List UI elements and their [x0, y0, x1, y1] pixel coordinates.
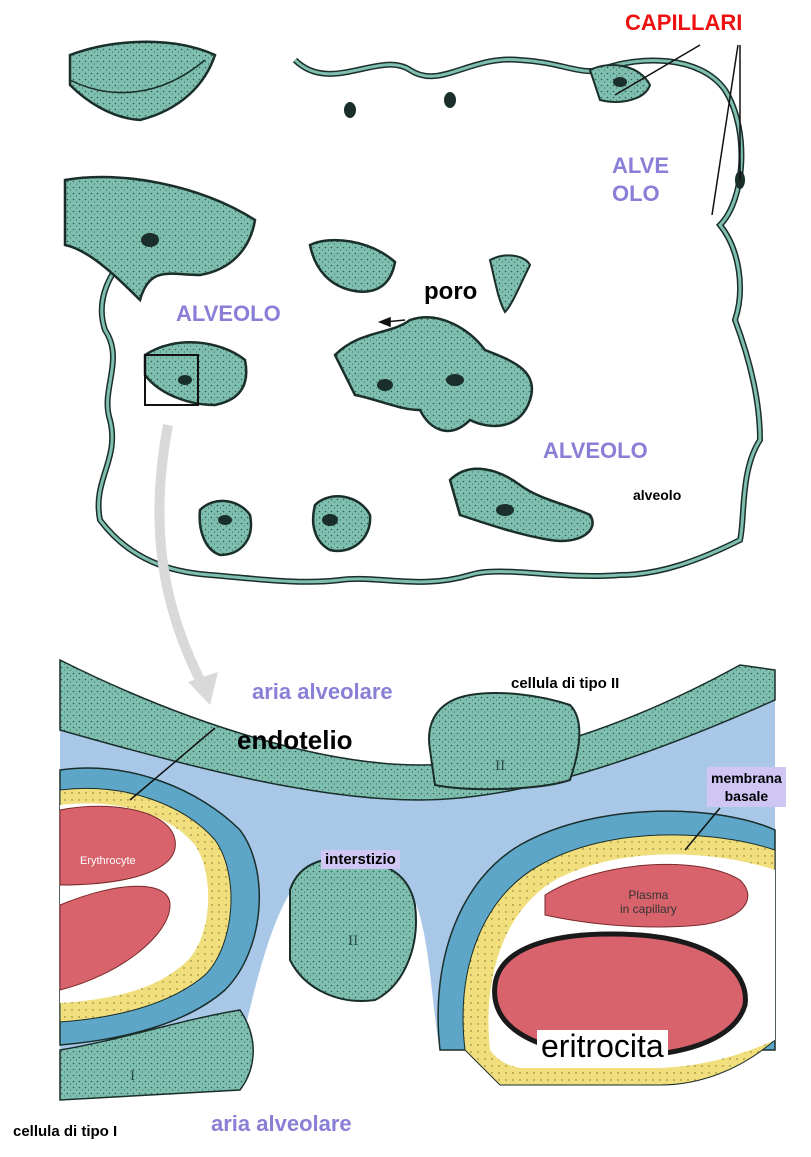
roman-ii-top: II — [495, 759, 505, 774]
label-alveolo-top-text: ALVE OLO — [612, 153, 669, 206]
label-alveolo-small: alveolo — [633, 488, 681, 502]
label-alveolo-top: ALVE OLO — [612, 152, 669, 207]
label-membrana-basale: membrana basale — [707, 767, 786, 807]
roman-ii-bottom: II — [348, 934, 358, 949]
label-aria-alveolare-top: aria alveolare — [252, 681, 393, 703]
barrier-section: II II I — [60, 660, 775, 1100]
label-eritrocita: eritrocita — [537, 1030, 668, 1062]
roman-i: I — [130, 1069, 135, 1084]
label-alveolo-left: ALVEOLO — [176, 303, 281, 325]
label-capillari: CAPILLARI — [625, 12, 742, 34]
label-cellula-tipo-i: cellula di tipo I — [13, 1124, 117, 1139]
label-endotelio: endotelio — [237, 727, 353, 753]
label-membrana-basale-text: membrana basale — [711, 770, 782, 804]
label-cellula-tipo-ii: cellula di tipo II — [511, 676, 619, 691]
label-erythrocyte: Erythrocyte — [80, 856, 136, 867]
central-septum — [335, 317, 532, 431]
bronchiole-left — [65, 177, 255, 300]
type-ii-cell-bottom — [290, 858, 416, 1001]
label-interstizio: interstizio — [321, 850, 400, 869]
zoom-arrow — [159, 425, 200, 680]
label-alveolo-right: ALVEOLO — [543, 440, 648, 462]
label-poro: poro — [422, 280, 483, 306]
label-plasma-text: Plasma in capillary — [620, 888, 677, 916]
bronchiole-top-left — [70, 42, 215, 120]
label-plasma: Plasma in capillary — [620, 888, 677, 917]
label-aria-alveolare-bottom: aria alveolare — [211, 1113, 352, 1135]
type-ii-cell-top — [429, 693, 579, 789]
